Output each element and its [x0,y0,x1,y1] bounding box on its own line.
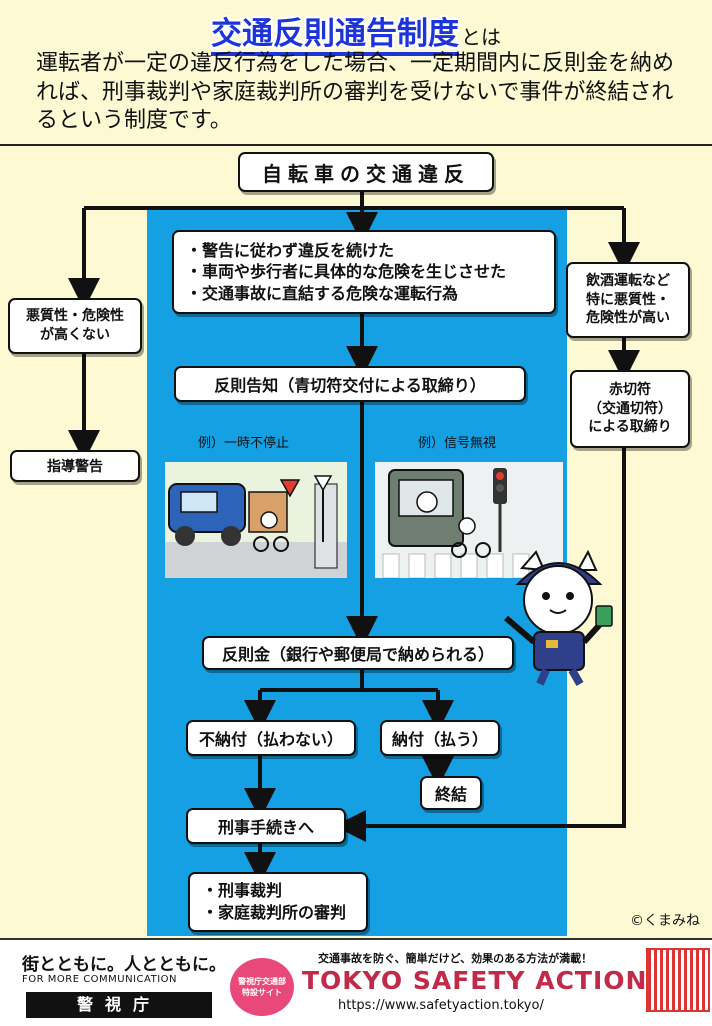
center-conditions-box: ・警告に従わず違反を続けた ・車両や歩行者に具体的な危険を生じさせた ・交通事故… [172,230,556,314]
illustration-signal [375,462,563,578]
tagline: 交通事故を防ぐ、簡単だけど、効果のある方法が満載！ [318,952,593,965]
header: 交通反則通告制度とは 運転者が一定の違反行為をした場合、一定期間内に反則金を納め… [0,0,712,146]
slogan-sub: FOR MORE COMMUNICATION [22,974,178,985]
violation-box: 自転車の交通違反 [238,152,494,192]
arrow-red-to-proc [334,448,626,842]
title: 交通反則通告制度とは [0,8,712,56]
qr-code[interactable] [646,948,710,1012]
illustration-stop-sign-art [165,462,347,578]
criminal-procedure-box: 刑事手続きへ [186,808,346,844]
special-site-badge[interactable]: 警視庁交通部 特設サイト [230,958,294,1016]
page-title: 交通反則通告制度 [211,16,459,56]
example-label-stop: 例）一時不停止 [198,436,290,451]
left-condition-box: 悪質性・危険性 が高くない [8,298,142,354]
left-result-box: 指導警告 [10,450,140,482]
fine-box: 反則金（銀行や郵便局で納められる） [202,636,514,670]
nonpay-box: 不納付（払わない） [186,720,356,756]
illustration-signal-art [375,462,563,578]
police-cat-art [504,549,613,686]
slogan: 街とともに。人とともに。 [22,955,226,975]
pay-box: 納付（払う） [380,720,500,756]
flow-arrows [68,192,640,884]
arrow-fine-branch [260,670,438,692]
title-suffix: とは [461,25,501,49]
example-label-signal: 例）信号無視 [418,436,497,451]
arrow-top-branch [84,192,624,210]
site-url[interactable]: https://www.safetyaction.tokyo/ [338,998,544,1013]
intro-text: 運転者が一定の違反行為をした場合、一定期間内に反則金を納めれば、刑事裁判や家庭裁… [36,51,675,134]
illustration-stop-sign [165,462,347,578]
brand-name[interactable]: TOKYO SAFETY ACTION [302,966,648,995]
credit: ©くまみね [630,913,700,929]
final-box: ・刑事裁判 ・家庭裁判所の審判 [188,872,368,932]
agency-logo: 警視庁 [26,992,212,1018]
police-cat-mascot [492,548,622,688]
right-result-box: 赤切符 （交通切符） による取締り [570,370,690,448]
right-condition-box: 飲酒運転など 特に悪質性・ 危険性が高い [566,262,690,338]
notice-box: 反則告知（青切符交付による取締り） [174,366,526,402]
end-box: 終結 [420,776,482,810]
footer: 街とともに。人とともに。 FOR MORE COMMUNICATION 警視庁 … [0,938,712,1026]
